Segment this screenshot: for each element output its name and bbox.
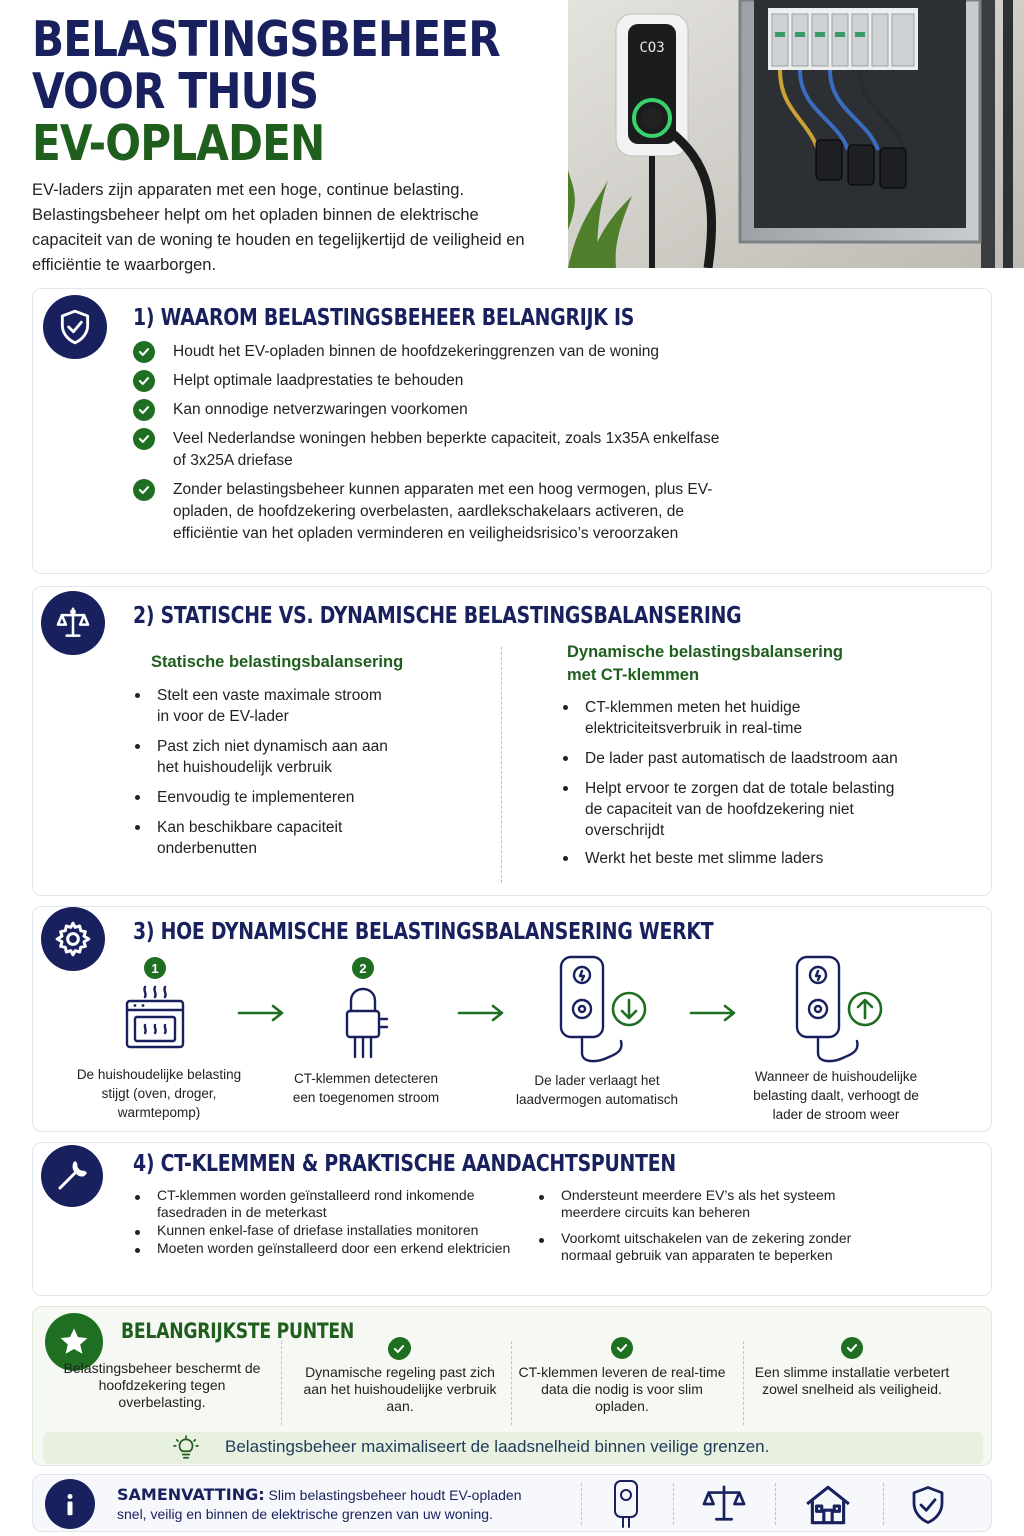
summary: SAMENVATTING: Slim belastingsbeheer houd…: [32, 1474, 992, 1532]
key-points-banner: Belastingsbeheer maximaliseert de laadsn…: [43, 1432, 983, 1464]
list-item: Stelt een vaste maximale stroom in voor …: [135, 685, 395, 727]
list-item: Houdt het EV-opladen binnen de hoofdzeke…: [133, 341, 733, 363]
list-item: CT-klemmen worden geïnstalleerd rond ink…: [135, 1187, 515, 1221]
why-list: Houdt het EV-opladen binnen de hoofdzeke…: [133, 341, 733, 552]
check-icon: [133, 341, 155, 363]
dynamic-heading: Dynamische belastingsbalansering met CT-…: [567, 643, 844, 684]
info-icon: [45, 1479, 95, 1529]
static-heading: Statische belastingsbalansering: [151, 653, 404, 671]
charger-down-icon: [559, 955, 647, 1063]
summary-label: SAMENVATTING:: [117, 1485, 265, 1504]
summary-text: SAMENVATTING: Slim belastingsbeheer houd…: [117, 1485, 522, 1522]
check-icon: [611, 1337, 633, 1359]
banner-text: Belastingsbeheer maximaliseert de laadsn…: [225, 1437, 770, 1456]
list-item: Kan beschikbare capaciteit onderbenutten: [135, 817, 395, 859]
column-divider: [501, 647, 502, 883]
star-icon: [45, 1313, 103, 1371]
arrow-right-icon: [689, 1004, 736, 1022]
list-item: Past zich niet dynamisch aan aan het hui…: [135, 736, 395, 778]
list-item: CT-klemmen meten het huidige elektricite…: [563, 697, 903, 739]
intro-text: EV-laders zijn apparaten met een hoge, c…: [32, 181, 525, 274]
check-icon: [388, 1338, 410, 1360]
check-icon: [133, 370, 155, 392]
step-caption: De huishoudelijke belasting stijgt (oven…: [76, 1067, 242, 1120]
arrow-right-icon: [237, 1004, 284, 1022]
list-item: Helpt ervoor te zorgen dat de totale bel…: [563, 778, 903, 841]
title-line-1: BELASTINGSBEHEER: [32, 11, 501, 68]
step-caption: Wanneer de huishoudelijke belasting daal…: [753, 1069, 919, 1122]
list-item: De lader past automatisch de laadstroom …: [563, 748, 903, 769]
section-how-title: 3) HOE DYNAMISCHE BELASTINGSBALANSERING …: [133, 919, 714, 945]
scale-icon: [702, 1485, 746, 1521]
list-item: Kan onnodige netverzwaringen voorkomen: [133, 399, 733, 421]
list-item: Eenvoudig te implementeren: [135, 787, 395, 808]
key-points: BELANGRIJKSTE PUNTEN Belastingsbeheer be…: [32, 1306, 992, 1466]
ct-clamp-icon: [345, 987, 389, 1059]
check-icon: [133, 428, 155, 450]
section-static-vs-dynamic: 2) STATISCHE VS. DYNAMISCHE BELASTINGSBA…: [32, 586, 992, 896]
check-icon: [133, 479, 155, 501]
step-number: 2: [352, 957, 374, 979]
section-why-title: 1) WAAROM BELASTINGSBEHEER BELANGRIJK IS: [133, 305, 635, 331]
shield-check-icon: [912, 1486, 944, 1524]
charger-display: CO3: [639, 40, 664, 56]
key-point: CT-klemmen leveren de real-time data die…: [517, 1337, 727, 1415]
ct-right-list: Ondersteunt meerdere EV’s als het systee…: [539, 1187, 879, 1265]
section-static-title: 2) STATISCHE VS. DYNAMISCHE BELASTINGSBA…: [133, 603, 742, 629]
dynamic-list: CT-klemmen meten het huidige elektricite…: [563, 697, 903, 869]
section-ct-title: 4) CT-KLEMMEN & PRAKTISCHE AANDACHTSPUNT…: [133, 1151, 676, 1177]
list-item: Ondersteunt meerdere EV’s als het systee…: [539, 1187, 879, 1221]
section-ct-clamps: 4) CT-KLEMMEN & PRAKTISCHE AANDACHTSPUNT…: [32, 1142, 992, 1296]
lightbulb-icon: [173, 1435, 199, 1459]
hero-photo: CO3: [568, 0, 1024, 268]
step-caption: CT-klemmen detecteren een toegenomen str…: [292, 1071, 440, 1105]
charger-icon: [614, 1480, 638, 1528]
static-list: Stelt een vaste maximale stroom in voor …: [135, 685, 395, 859]
arrow-right-icon: [457, 1004, 504, 1022]
title-line-2: VOOR THUIS: [32, 63, 319, 120]
wrench-icon: [41, 1145, 103, 1207]
check-icon: [133, 399, 155, 421]
page-title: BELASTINGSBEHEER VOOR THUIS EV-OPLADEN: [32, 11, 501, 172]
gear-icon: [41, 907, 105, 971]
key-point: Een slimme installatie verbetert zowel s…: [747, 1337, 957, 1398]
list-item: Werkt het beste met slimme laders: [563, 848, 903, 869]
key-points-title: BELANGRIJKSTE PUNTEN: [121, 1319, 355, 1343]
scale-icon: [41, 591, 105, 655]
shield-icon: [43, 295, 107, 359]
section-how-it-works: 3) HOE DYNAMISCHE BELASTINGSBALANSERING …: [32, 906, 992, 1132]
key-point: Belastingsbeheer beschermt de hoofdzeker…: [63, 1360, 261, 1410]
list-item: Zonder belastingsbeheer kunnen apparaten…: [133, 479, 733, 545]
step-caption: De lader verlaagt het laadvermogen autom…: [515, 1073, 679, 1107]
list-item: Veel Nederlandse woningen hebben beperkt…: [133, 428, 733, 472]
title-line-3: EV-OPLADEN: [32, 115, 325, 172]
list-item: Kunnen enkel-fase of driefase installati…: [135, 1222, 515, 1239]
section-why: 1) WAAROM BELASTINGSBEHEER BELANGRIJK IS…: [32, 288, 992, 574]
oven-icon: [125, 985, 185, 1049]
list-item: Voorkomt uitschakelen van de zekering zo…: [539, 1230, 879, 1264]
house-icon: [806, 1485, 850, 1525]
charger-up-icon: [795, 955, 883, 1063]
check-icon: [841, 1337, 863, 1359]
step-number: 1: [144, 957, 166, 979]
ct-left-list: CT-klemmen worden geïnstalleerd rond ink…: [135, 1187, 515, 1258]
list-item: Moeten worden geïnstalleerd door een erk…: [135, 1240, 515, 1257]
list-item: Helpt optimale laadprestaties te behoude…: [133, 370, 733, 392]
